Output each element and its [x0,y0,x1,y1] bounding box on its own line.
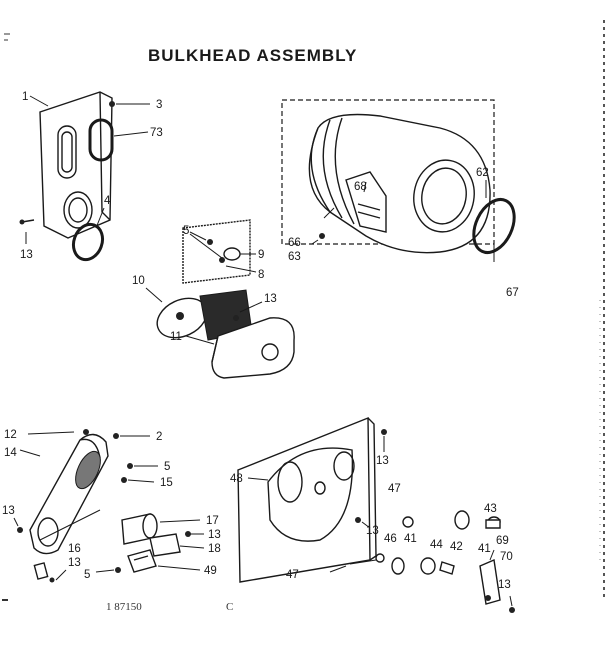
callout: 13 [20,249,33,261]
lifter-68 [345,171,387,233]
screw-66 [311,207,335,245]
callout: 13 [264,293,277,305]
footer-note: 1 87150 [106,601,142,613]
callout: 62 [476,167,489,179]
seal-ring-4 [71,207,105,262]
screw-5-15 [121,463,158,483]
callout: 70 [500,551,513,563]
callout: 17 [206,515,219,527]
screw-13-upper-right [381,429,387,452]
callout: 12 [4,429,17,441]
callout: 5 [84,569,90,581]
screw-13-top [19,219,35,244]
scan-edge-right [599,20,605,600]
callout-labels: 1 3 73 4 13 5 9 8 10 13 11 68 62 66 63 6… [2,91,519,591]
callout: 41 [478,543,491,555]
drum-frame [281,99,495,262]
callout: 13 [376,455,389,467]
diagram-title: BULKHEAD ASSEMBLY [148,46,358,65]
callout: 42 [450,541,463,553]
scan-edge-left [2,33,10,601]
callout: 48 [230,473,243,485]
bracket-box [182,219,257,284]
callout: 13 [208,529,221,541]
dryer-drum [308,113,491,254]
callout: 5 [183,225,189,237]
front-bulkhead-part [29,91,113,239]
callout: 8 [258,269,264,281]
callout: 13 [498,579,511,591]
callout: 2 [156,431,162,443]
bracket-18 [149,531,205,557]
callout: 14 [4,447,17,459]
blower-housing-11 [185,301,295,379]
callout: 47 [388,483,401,495]
thermostat-16 [33,509,101,583]
duct-assembly-14 [19,433,109,555]
callout: 13 [2,505,15,517]
callout: 49 [204,565,217,577]
callout: 3 [156,99,162,111]
footer-mark: C [226,601,233,613]
callout: 66 [288,237,301,249]
callout: 73 [150,127,163,139]
callout: 41 [404,533,417,545]
drum-seal-62 [472,180,516,254]
screw-12-2 [27,429,150,439]
callout: 68 [354,181,367,193]
blower-wheel-10 [145,287,253,341]
callout: 47 [286,569,299,581]
switch-49 [95,549,201,573]
screw-3 [109,101,150,107]
roller-shafts [329,510,501,575]
callout: 1 [22,91,28,103]
seal-ring-73 [88,118,149,162]
screw-13-left [13,517,23,533]
callout: 67 [506,287,519,299]
callout: 4 [104,195,111,207]
callout: 9 [258,249,264,261]
callout: 16 [68,543,81,555]
callout: 69 [496,535,509,547]
rear-bulkhead-48 [237,416,377,583]
callout: 63 [288,251,301,263]
callout: 18 [208,543,221,555]
callout: 13 [68,557,81,569]
callout: 5 [164,461,170,473]
callout: 10 [132,275,145,287]
sensor-17 [121,513,201,545]
callout: 43 [484,503,497,515]
callout: 46 [384,533,397,545]
callout: 15 [160,477,173,489]
callout: 44 [430,539,443,551]
callout: 11 [170,331,182,343]
bracket-70 [479,549,515,613]
callout: 13 [366,525,379,537]
